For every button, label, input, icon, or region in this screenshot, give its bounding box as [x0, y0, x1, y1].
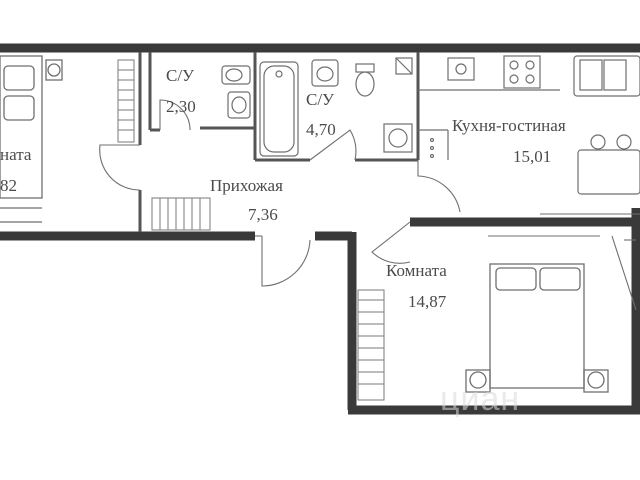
kitchen-counter [418, 57, 560, 160]
bathroom-1-label: С/У [166, 66, 195, 85]
room-left-area: 82 [0, 176, 17, 195]
bathroom-2-label: С/У [306, 90, 335, 109]
watermark: циан [440, 380, 521, 418]
hallway-area: 7,36 [248, 205, 278, 224]
toilet-icon-2 [355, 57, 413, 97]
bathtub-icon [259, 61, 299, 157]
bathroom-2-area: 4,70 [306, 120, 336, 139]
bedroom-wardrobe-icon [357, 289, 385, 401]
kitchen-area: 15,01 [513, 147, 552, 166]
hallway-label: Прихожая [210, 176, 283, 195]
inner-walls [138, 52, 420, 232]
dining-table-icon [577, 134, 640, 195]
sink-icon-2 [311, 59, 339, 87]
washing-machine-icon [383, 123, 413, 153]
bed-icon [0, 55, 63, 223]
bedroom-label: Комната [386, 261, 447, 280]
sink-icon [227, 91, 251, 119]
stove-icon [503, 55, 541, 89]
bedroom-area: 14,87 [408, 292, 447, 311]
wardrobe-icon [117, 59, 135, 143]
closet-icon [151, 197, 211, 231]
balcony-door [488, 213, 640, 311]
toilet-icon [221, 65, 251, 85]
kitchen-label: Кухня-гостиная [452, 116, 566, 135]
bathroom-1-area: 2,30 [166, 97, 196, 116]
door-swings [99, 99, 461, 287]
sofa-icon [573, 55, 640, 97]
room-left-label: ната [0, 145, 32, 164]
bed-icon-2 [465, 263, 609, 393]
